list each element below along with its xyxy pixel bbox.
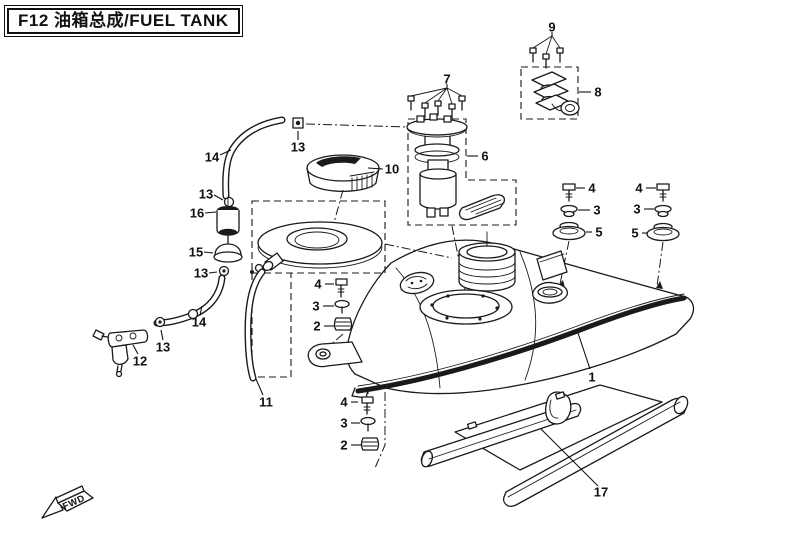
callout-3: 3 <box>593 203 600 218</box>
heat-shield <box>420 384 689 507</box>
callout-2: 2 <box>313 319 320 334</box>
mount-stack-right-right <box>646 183 680 242</box>
mount-stack-front <box>333 278 353 331</box>
callout-leader-14 <box>199 305 203 316</box>
callout-3: 3 <box>340 416 347 431</box>
diagram-title: F12 油箱总成/FUEL TANK <box>7 8 240 34</box>
callout-4: 4 <box>340 395 348 410</box>
fuel-pump-assembly <box>406 87 517 226</box>
callout-leader-11 <box>255 378 264 396</box>
callout-14: 14 <box>192 315 207 330</box>
mount-stack-right-left <box>552 183 586 241</box>
callout-leader-14 <box>219 149 232 156</box>
callout-5: 5 <box>595 225 602 240</box>
callout-4: 4 <box>588 181 596 196</box>
callout-leader-13 <box>160 329 164 341</box>
fuel-sender-assembly <box>520 35 580 120</box>
filler-neck-flange <box>244 200 386 382</box>
fuel-line-upper <box>213 116 304 277</box>
fuel-line-lower <box>92 274 226 378</box>
callout-11: 11 <box>259 395 273 410</box>
callout-leader-15 <box>203 251 214 254</box>
callout-8: 8 <box>594 85 601 100</box>
fuel-cap <box>306 154 380 192</box>
callout-leader-13 <box>213 194 224 201</box>
callout-13: 13 <box>194 266 208 281</box>
callout-17: 17 <box>594 485 608 500</box>
callout-14: 14 <box>205 150 220 165</box>
callout-4: 4 <box>314 277 322 292</box>
callout-2: 2 <box>340 438 347 453</box>
callout-3: 3 <box>633 202 640 217</box>
callout-leader-16 <box>204 211 217 214</box>
callout-10: 10 <box>385 162 399 177</box>
callout-4: 4 <box>635 181 643 196</box>
callout-5: 5 <box>631 226 638 241</box>
callout-16: 16 <box>190 206 204 221</box>
callout-13: 13 <box>199 187 213 202</box>
callout-13: 13 <box>291 140 305 155</box>
fuel-tank-body <box>307 231 695 399</box>
pump-screws <box>407 95 466 119</box>
callout-leader-12 <box>132 344 139 355</box>
callout-15: 15 <box>189 245 203 260</box>
callout-13: 13 <box>156 340 170 355</box>
mount-stack-bottom <box>360 396 380 451</box>
callout-6: 6 <box>481 149 488 164</box>
callout-leader-13 <box>208 271 218 274</box>
fwd-arrow: FWD <box>41 485 94 519</box>
callout-leader-10 <box>367 167 384 170</box>
callout-7: 7 <box>443 72 450 87</box>
callout-leader-1 <box>577 332 591 370</box>
sender-screws <box>529 47 564 69</box>
callout-12: 12 <box>133 354 147 369</box>
callout-3: 3 <box>312 299 319 314</box>
callout-9: 9 <box>548 20 555 35</box>
diagram-title-box: F12 油箱总成/FUEL TANK <box>4 5 243 37</box>
callout-leader-17 <box>540 428 599 487</box>
callout-1: 1 <box>588 370 595 385</box>
